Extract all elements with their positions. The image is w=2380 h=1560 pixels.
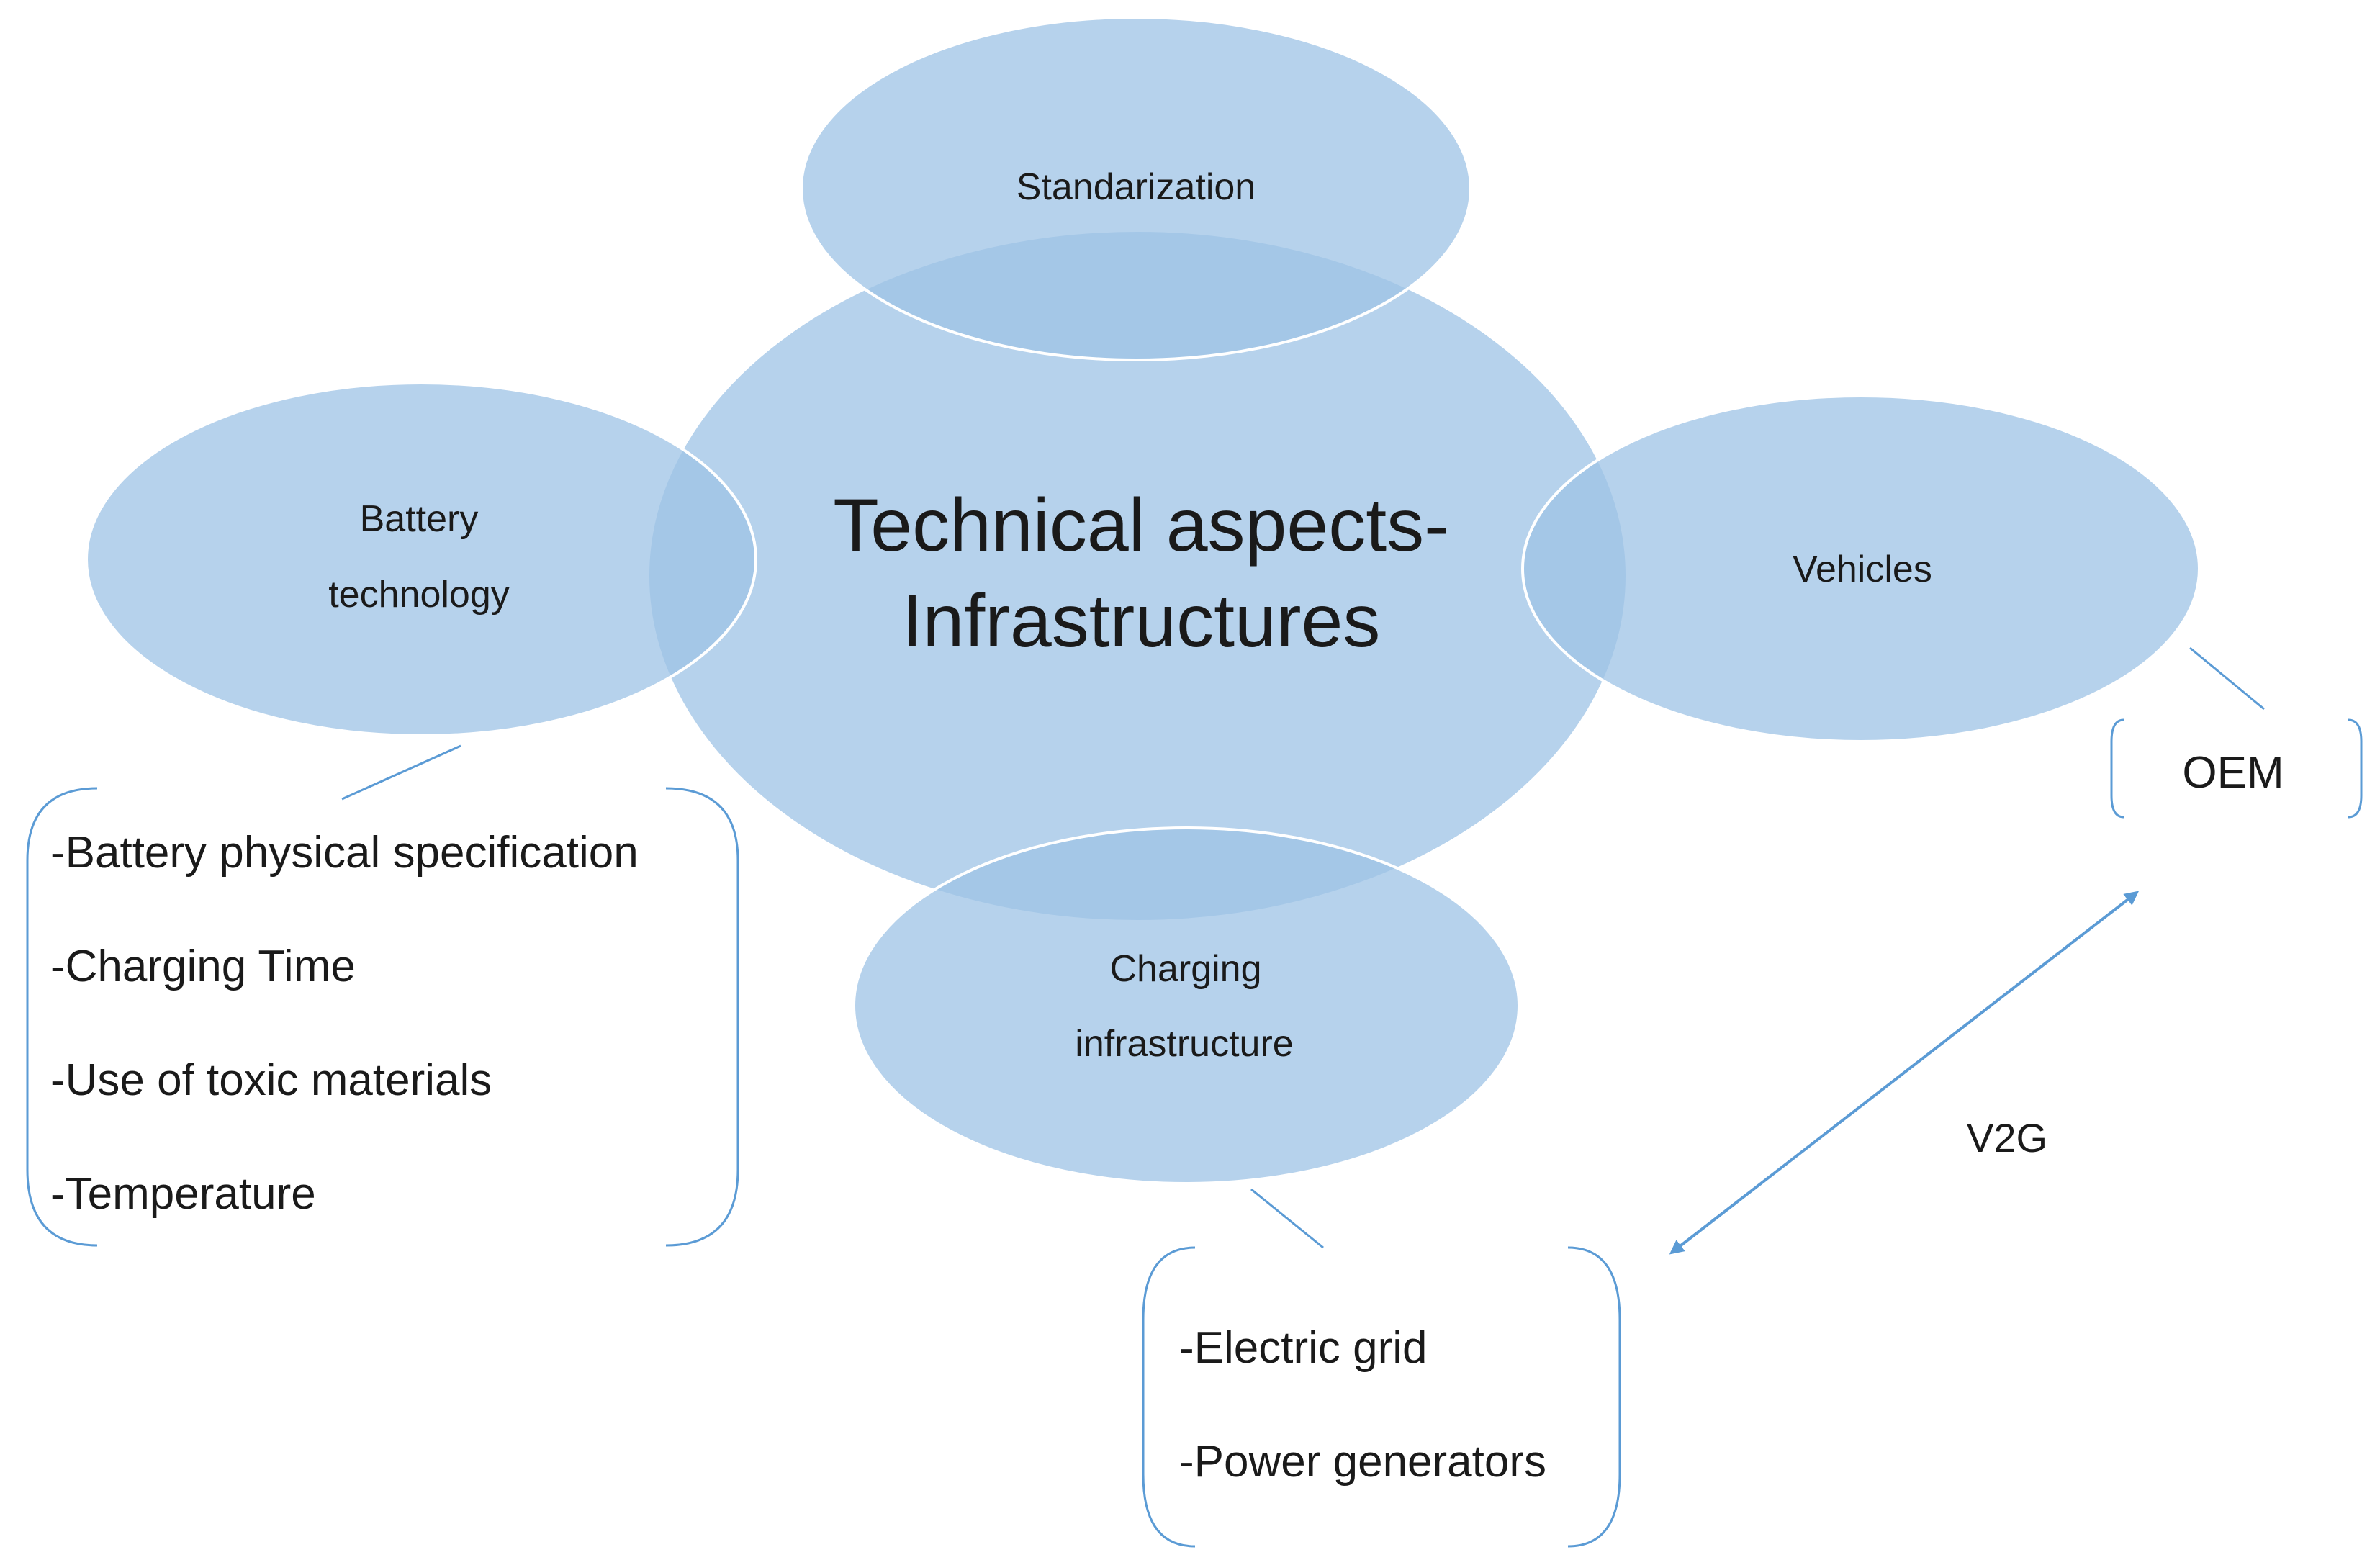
charging-label-line1: Charging bbox=[1109, 948, 1261, 990]
oem-label: OEM bbox=[2182, 748, 2284, 798]
ellipse-vehicles bbox=[1521, 394, 2201, 743]
bracket-grid-list bbox=[1142, 1246, 1621, 1548]
connector-charging-to-grid bbox=[1250, 1188, 1324, 1249]
connector-battery-to-list bbox=[341, 744, 461, 801]
standardization-label: Standarization bbox=[1017, 166, 1256, 208]
charging-label-line2: infrastructure bbox=[1075, 1023, 1293, 1065]
bracket-battery-list bbox=[26, 787, 739, 1247]
v2g-label: V2G bbox=[1967, 1115, 2047, 1160]
battery-list-item: -Use of toxic materials bbox=[50, 1055, 492, 1105]
grid-list-item: -Power generators bbox=[1179, 1437, 1546, 1487]
ellipse-charging-infrastructure bbox=[852, 826, 1520, 1185]
bracket-oem bbox=[2110, 718, 2363, 819]
battery-label-line2: technology bbox=[328, 574, 510, 616]
battery-list-item: -Charging Time bbox=[50, 942, 356, 991]
ellipse-group bbox=[85, 16, 2201, 1185]
battery-list-item: -Battery physical specification bbox=[50, 828, 639, 878]
ellipse-battery-technology bbox=[85, 382, 757, 737]
battery-list-item: -Temperature bbox=[50, 1169, 316, 1219]
connector-vehicles-to-oem bbox=[2189, 646, 2265, 711]
center-title-line2: Infrastructures bbox=[902, 580, 1381, 663]
grid-list-item: -Electric grid bbox=[1179, 1323, 1428, 1373]
v2g-arrow bbox=[1669, 891, 2140, 1255]
center-title-line1: Technical aspects- bbox=[833, 484, 1449, 567]
battery-label-line1: Battery bbox=[360, 498, 479, 540]
ellipse-standardization bbox=[800, 16, 1472, 361]
vehicles-label: Vehicles bbox=[1793, 549, 1932, 590]
